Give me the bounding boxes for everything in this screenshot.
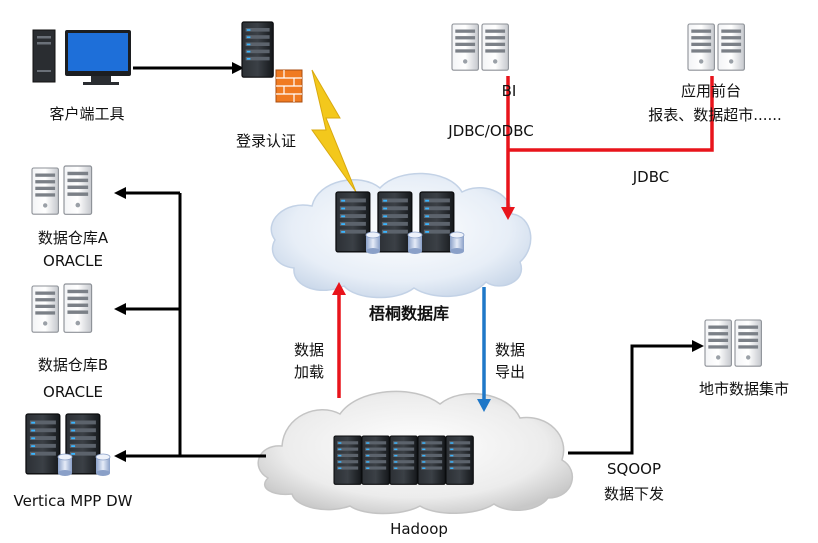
sqoop-arrow	[568, 340, 704, 455]
city-mart-label: 地市数据集市	[698, 380, 790, 398]
city-mart-server-icon	[704, 319, 762, 367]
lightning-icon	[311, 69, 357, 193]
bi-server-icon	[451, 23, 509, 71]
data-export-arrow	[477, 287, 491, 412]
desktop-icon	[32, 29, 131, 85]
data-export-label-line2: 导出	[494, 363, 526, 381]
warehouse-a-db-label: ORACLE	[43, 252, 103, 270]
app-server-icon	[687, 23, 745, 71]
hadoop-label: Hadoop	[390, 520, 448, 538]
wutong-database-servers-icon	[335, 191, 465, 255]
jdbc-red-arrow	[501, 76, 714, 220]
warehouse-b-db-label: ORACLE	[43, 383, 103, 401]
wutong-db-label: 梧桐数据库	[368, 304, 450, 323]
warehouse-b-server-icon	[31, 283, 93, 333]
hadoop-servers-icon	[333, 435, 474, 485]
warehouse-b-label: 数据仓库B	[37, 356, 109, 374]
warehouse-a-label: 数据仓库A	[37, 229, 109, 247]
sqoop-label: SQOOP	[607, 460, 661, 478]
warehouse-a-server-icon	[31, 165, 93, 215]
data-export-label-line1: 数据	[494, 341, 526, 359]
data-load-arrow	[332, 282, 346, 398]
data-load-label-line2: 加载	[293, 363, 325, 381]
data-load-label-line1: 数据	[293, 341, 325, 359]
login-auth-label: 登录认证	[235, 132, 297, 150]
jdbc-odbc-label: JDBC/ODBC	[448, 122, 534, 140]
app-front-label: 应用前台	[680, 82, 742, 100]
reports-label: 报表、数据超市......	[648, 106, 782, 124]
vertica-server-icon	[25, 413, 111, 477]
vertica-label: Vertica MPP DW	[13, 492, 133, 510]
data-dispatch-label: 数据下发	[603, 485, 665, 503]
bi-label: BI	[501, 82, 517, 100]
hadoop-to-warehouses-arrows	[114, 187, 266, 462]
firewall-server-icon	[241, 21, 303, 103]
client-to-auth-arrow	[133, 62, 244, 74]
client-tool-label: 客户端工具	[49, 105, 125, 123]
jdbc-label: JDBC	[632, 168, 670, 186]
